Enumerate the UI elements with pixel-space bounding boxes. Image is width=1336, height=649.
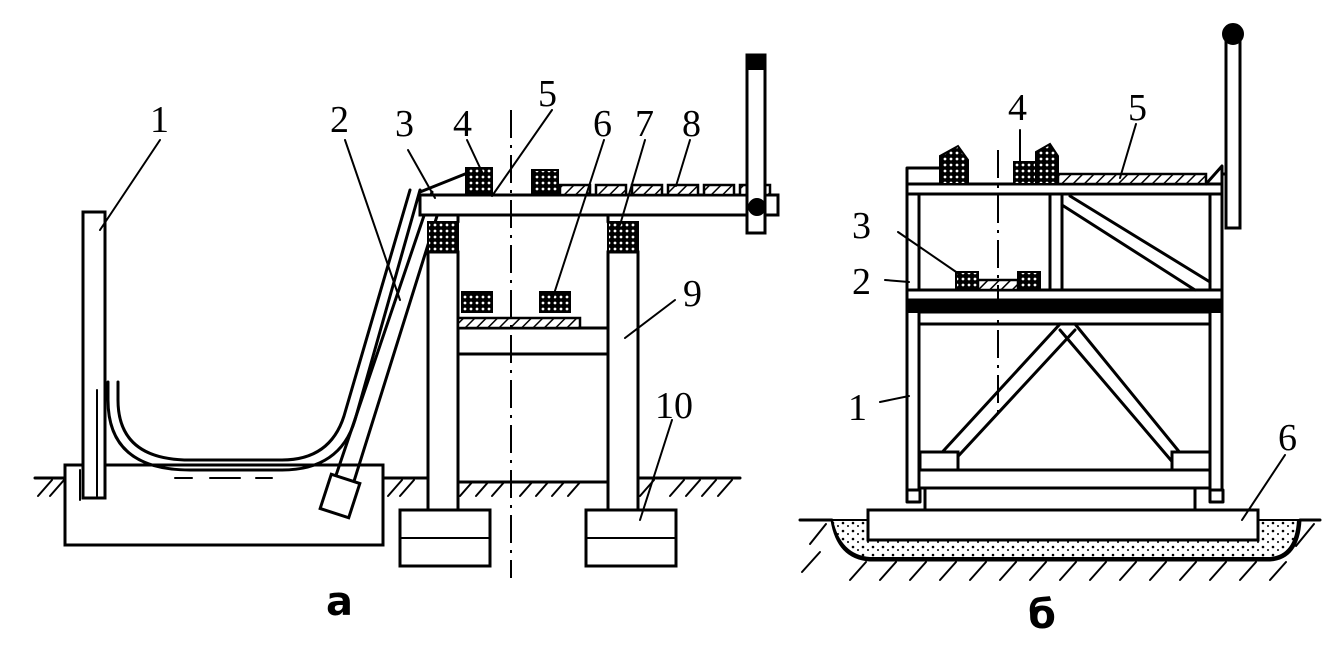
panel-b: 1 2 3 4 5 6 б (798, 23, 1322, 638)
curved-chute-2 (106, 188, 422, 472)
label-a-8: 8 (682, 103, 701, 145)
base-slab-6 (866, 508, 1260, 542)
top-molds-b (905, 142, 1224, 186)
label-a-2: 2 (330, 99, 349, 141)
label-b-3: 3 (852, 205, 871, 247)
ground-b (798, 518, 1322, 581)
frame-1 (905, 182, 1225, 504)
platform-brace (418, 170, 472, 194)
label-a-5: 5 (538, 73, 557, 115)
upright-post-1 (81, 210, 107, 500)
caption-b: б (1028, 592, 1056, 638)
label-b-4: 4 (1008, 87, 1027, 129)
label-a-3: 3 (395, 103, 414, 145)
label-b-6: 6 (1278, 417, 1297, 459)
stand-frame-9 (426, 213, 640, 512)
label-a-6: 6 (593, 103, 612, 145)
leader-lines-a (99, 109, 691, 521)
label-a-4: 4 (453, 103, 472, 145)
panel-a: 1 2 3 4 5 6 7 8 9 10 а (33, 53, 780, 625)
vibrator-pole-b (1224, 36, 1242, 230)
label-a-10: 10 (655, 385, 693, 427)
top-platform (418, 193, 780, 217)
label-a-9: 9 (683, 273, 702, 315)
label-a-7: 7 (635, 103, 654, 145)
label-a-1: 1 (150, 99, 169, 141)
label-b-1: 1 (848, 387, 867, 429)
label-b-5: 5 (1128, 87, 1147, 129)
label-b-2: 2 (852, 261, 871, 303)
lower-molds-6 (456, 291, 582, 330)
leader-lines-b (879, 123, 1286, 521)
foundation-feet-10 (398, 508, 678, 568)
caption-a: а (326, 579, 353, 625)
